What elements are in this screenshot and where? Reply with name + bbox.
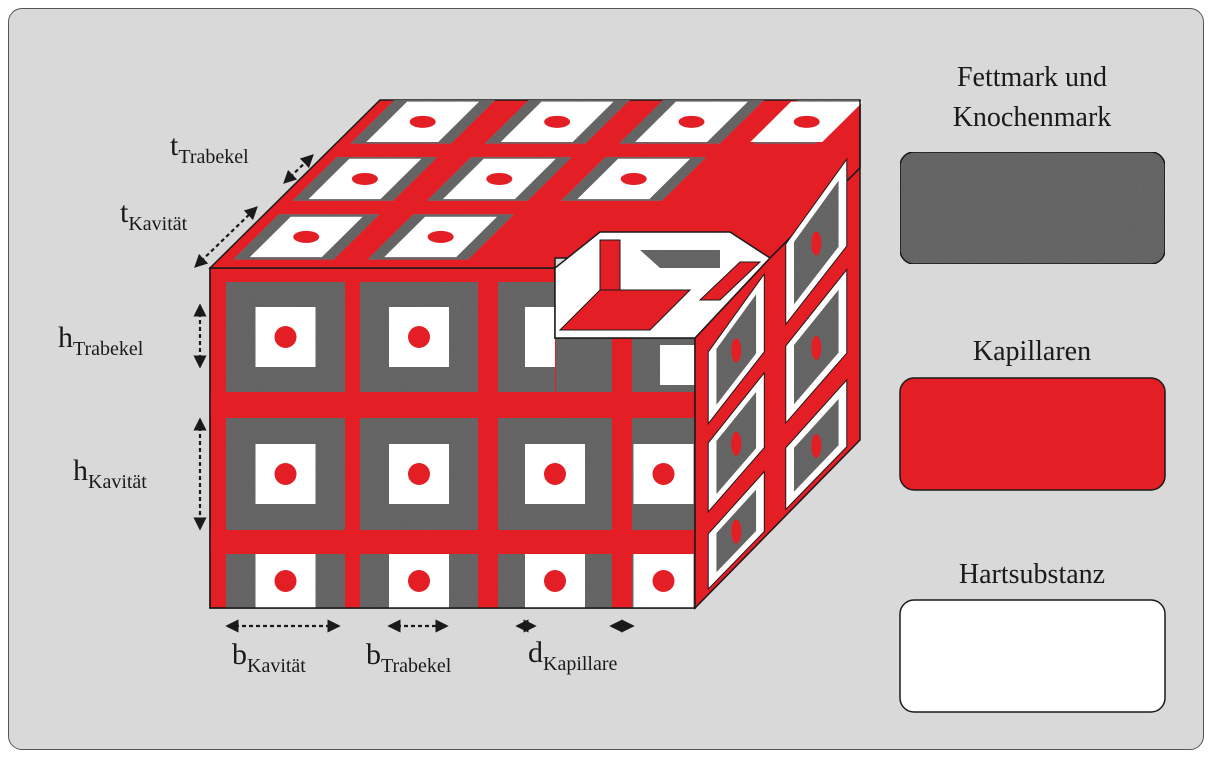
- h-kavitaet-label: hKavität: [73, 454, 147, 493]
- legend-hard-swatch: [900, 600, 1165, 712]
- right-capillary-dot: [811, 336, 821, 360]
- legend-capillary-title: Kapillaren: [973, 336, 1091, 367]
- right-capillary-dot: [731, 432, 741, 456]
- front-capillary-dot: [653, 570, 675, 592]
- b-trabekel-label: bTrabekel: [366, 638, 452, 677]
- top-capillary-dot: [486, 173, 512, 185]
- front-marrow-cell: [556, 338, 612, 392]
- front-capillary-dot: [653, 463, 675, 485]
- t-kavitaet-label: tKavität: [120, 196, 188, 235]
- b-kavitaet-label: bKavität: [232, 638, 306, 677]
- legend-marrow-title-line1: Fettmark und: [957, 62, 1107, 93]
- front-capillary-col: [345, 268, 360, 608]
- top-capillary-dot: [293, 231, 319, 243]
- d-kapillare-label: dKapillare: [528, 636, 618, 675]
- top-capillary-dot: [544, 116, 570, 128]
- notch-capillary-vertical: [600, 240, 620, 290]
- front-hard-cell: [525, 307, 555, 367]
- legend: Fettmark und Knochenmark Kapillaren Hart…: [900, 62, 1165, 712]
- top-capillary-dot: [679, 116, 705, 128]
- front-capillary-dot: [275, 463, 297, 485]
- top-capillary-dot: [621, 173, 647, 185]
- front-capillary-dot: [544, 463, 566, 485]
- top-capillary-dot: [410, 116, 436, 128]
- legend-hard-title: Hartsubstanz: [959, 559, 1105, 590]
- front-capillary-col: [478, 268, 498, 608]
- front-hard-cell: [660, 345, 695, 385]
- right-capillary-dot: [731, 520, 741, 544]
- top-capillary-dot: [794, 116, 820, 128]
- legend-marrow-title-line2: Knochenmark: [953, 102, 1112, 133]
- front-capillary-dot: [408, 326, 430, 348]
- top-capillary-dot: [352, 173, 378, 185]
- h-trabekel-label: hTrabekel: [58, 321, 144, 360]
- right-capillary-dot: [731, 338, 741, 362]
- front-capillary-dot: [275, 570, 297, 592]
- cube-top-face: [210, 100, 863, 268]
- front-capillary-col: [612, 338, 632, 608]
- top-capillary-dot: [428, 231, 454, 243]
- right-capillary-dot: [811, 434, 821, 458]
- front-capillary-dot: [408, 570, 430, 592]
- legend-capillary-swatch: [900, 378, 1165, 490]
- front-capillary-dot: [544, 570, 566, 592]
- front-capillary-dot: [408, 463, 430, 485]
- right-capillary-dot: [811, 231, 821, 255]
- t-trabekel-label: tTrabekel: [170, 129, 249, 168]
- bone-cube: [210, 100, 863, 608]
- front-capillary-dot: [275, 326, 297, 348]
- legend-marrow-swatch: [900, 152, 1165, 264]
